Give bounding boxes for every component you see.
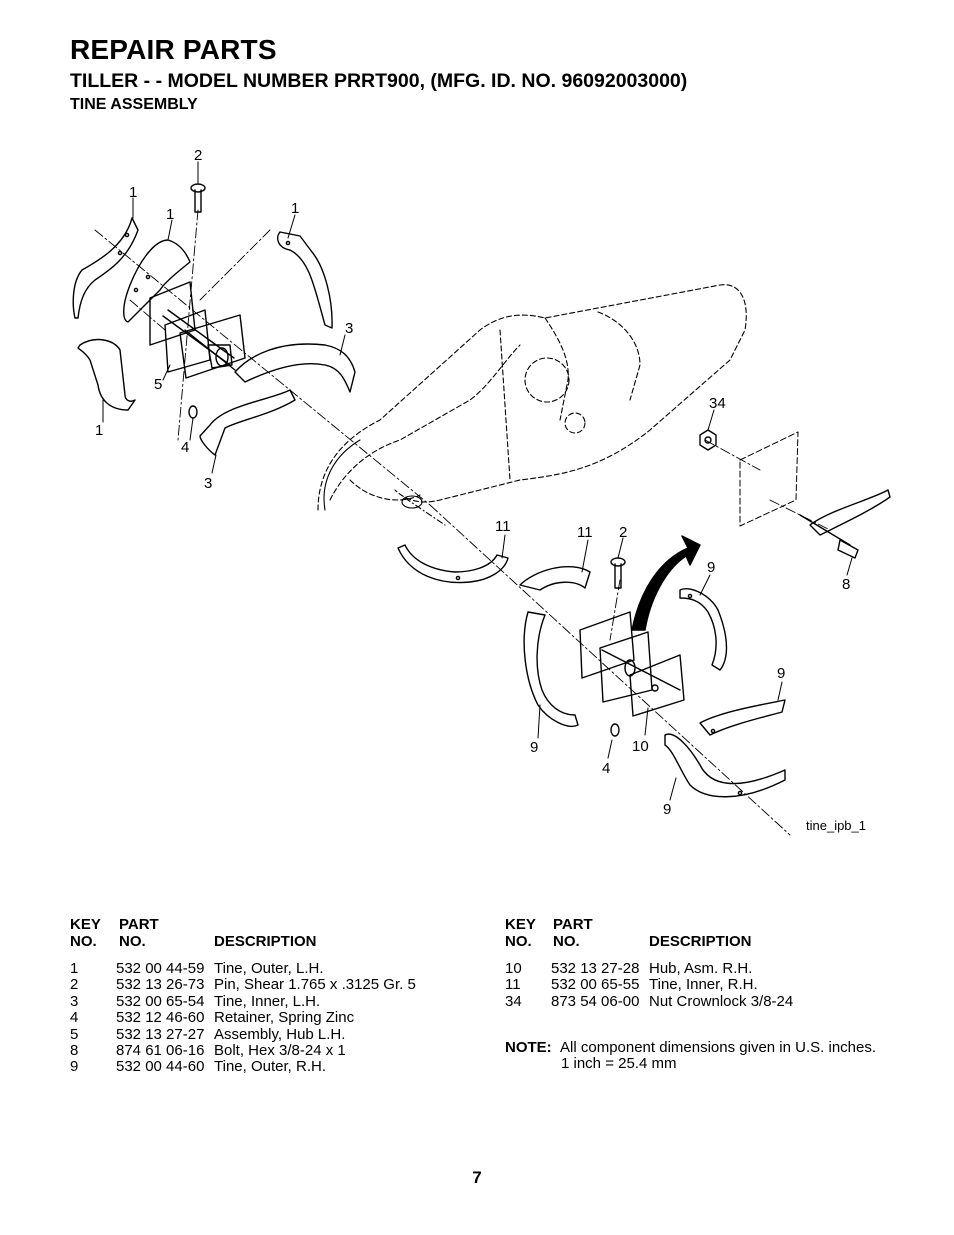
- callout-2: 2: [194, 147, 202, 164]
- left-hub-collar: [179, 314, 246, 379]
- shear-pin-right: [610, 557, 626, 589]
- left-tine-inner: [123, 239, 191, 323]
- callout-4: 4: [181, 439, 189, 456]
- retainer-left: [188, 405, 198, 419]
- table-header: KEY NO. PART NO. DESCRIPTION: [505, 916, 885, 951]
- right-tine-outer-far: [809, 489, 891, 536]
- callout-10: 10: [632, 738, 649, 755]
- header-part-no: NO.: [119, 933, 146, 950]
- callout-labels: 2 1 1 1 3 5 1 4 3 34 11 11 2 9 8 9 9 4 1…: [95, 147, 866, 833]
- retainer-right: [610, 723, 620, 737]
- center-lines: [94, 209, 831, 836]
- right-tine-inner-lower: [699, 699, 786, 736]
- page-number: 7: [472, 1168, 482, 1187]
- callout-11: 11: [577, 524, 593, 541]
- side-plate: [739, 431, 799, 527]
- figure-id: tine_ipb_1: [806, 818, 866, 833]
- callout-8: 8: [842, 576, 850, 593]
- callout-1: 1: [95, 422, 103, 439]
- left-hub-plate-back: [149, 281, 235, 366]
- left-tine-inner-right: [234, 343, 356, 393]
- callout-1: 1: [129, 184, 137, 201]
- callout-4: 4: [602, 760, 610, 777]
- right-tine-outer-upper: [679, 588, 728, 671]
- note-line-2: 1 inch = 25.4 mm: [561, 1055, 677, 1073]
- dimensions-note: NOTE: All component dimensions given in …: [505, 1039, 877, 1073]
- left-tine-outer-lower: [77, 338, 136, 411]
- header-part: PART: [553, 916, 593, 933]
- header-key-no: NO.: [70, 933, 97, 950]
- right-tine-inner-small: [519, 566, 591, 591]
- section-title: TINE ASSEMBLY: [70, 96, 198, 113]
- callout-9: 9: [707, 559, 715, 576]
- header-key: KEY: [70, 916, 101, 933]
- header-description: DESCRIPTION: [214, 933, 317, 950]
- table-header: KEY NO. PART NO. DESCRIPTION: [70, 916, 450, 951]
- left-tine-outer-right: [277, 231, 333, 329]
- callout-9: 9: [777, 665, 785, 682]
- shear-pin-left: [190, 183, 206, 213]
- header-part-no: NO.: [553, 933, 580, 950]
- left-tine-inner-lower: [199, 389, 296, 456]
- right-tine-outer-lower: [664, 733, 786, 798]
- exploded-view-svg: 2 1 1 1 3 5 1 4 3 34 11 11 2 9 8 9 9 4 1…: [72, 147, 891, 836]
- leader-lines: [102, 161, 853, 801]
- rotation-arrow: [631, 535, 701, 631]
- right-tine-inner-left: [397, 544, 509, 584]
- tiller-frame: [317, 284, 747, 511]
- right-hub-plate-front: [624, 654, 685, 717]
- tiller-frame-solid: [323, 439, 446, 526]
- crownlock-nut: [699, 429, 717, 451]
- callout-1: 1: [291, 200, 299, 217]
- callout-11: 11: [495, 518, 511, 535]
- page-title: REPAIR PARTS: [70, 34, 277, 65]
- callout-2: 2: [619, 524, 627, 541]
- note-label: NOTE:: [505, 1039, 552, 1056]
- callout-34: 34: [709, 395, 726, 412]
- header-key-no: NO.: [505, 933, 532, 950]
- header-part: PART: [119, 916, 159, 933]
- callout-9: 9: [663, 801, 671, 818]
- header-key: KEY: [505, 916, 536, 933]
- right-tine-outer-left: [523, 611, 579, 727]
- right-hub-plate-back: [579, 611, 635, 679]
- callout-3: 3: [204, 475, 212, 492]
- note-line-1: All component dimensions given in U.S. i…: [560, 1039, 877, 1056]
- callout-3: 3: [345, 320, 353, 337]
- left-tine-outer-upper: [72, 217, 139, 319]
- callout-1: 1: [166, 206, 174, 223]
- callout-5: 5: [154, 376, 162, 393]
- tine-assembly-diagram: 2 1 1 1 3 5 1 4 3 34 11 11 2 9 8 9 9 4 1…: [0, 130, 954, 850]
- model-subtitle: TILLER - - MODEL NUMBER PRRT900, (MFG. I…: [70, 70, 688, 92]
- bolt-hex: [799, 514, 859, 559]
- callout-9: 9: [530, 739, 538, 756]
- header-description: DESCRIPTION: [649, 933, 752, 950]
